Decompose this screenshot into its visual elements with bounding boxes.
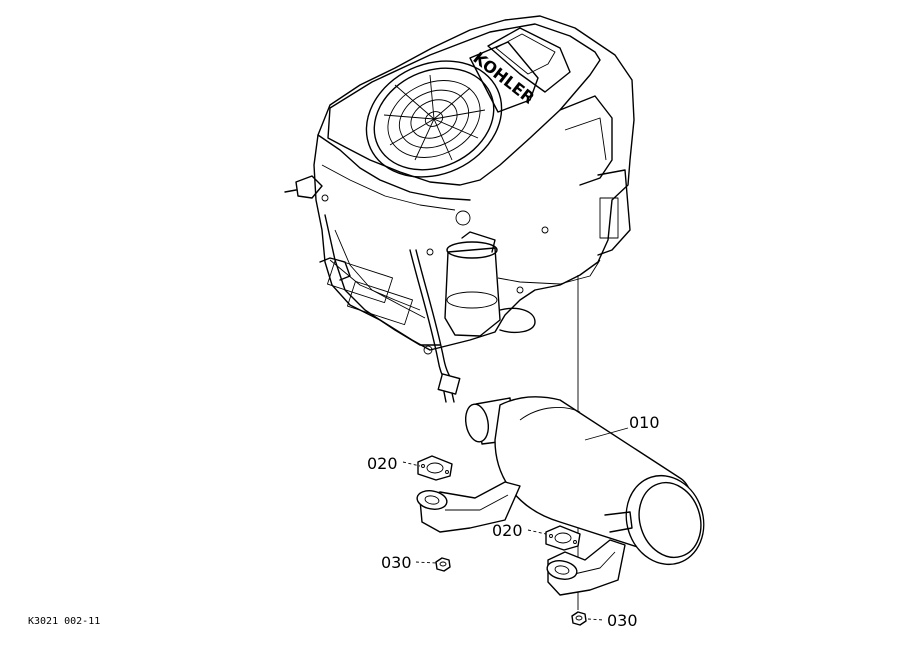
callout-010: 010 xyxy=(629,413,660,432)
muffler-illustration xyxy=(416,396,705,596)
drawing-code: K3021 002-11 xyxy=(28,616,100,627)
nut-left-icon xyxy=(435,557,451,572)
callout-030-right: 030 xyxy=(607,611,638,630)
gasket-left-icon xyxy=(417,455,453,481)
leader-020-left xyxy=(402,461,421,467)
engine-illustration: KOHLER xyxy=(284,15,635,403)
callout-020-right: 020 xyxy=(492,521,523,540)
fan-screen-icon xyxy=(383,74,486,161)
leader-020-right xyxy=(527,529,547,535)
leader-030-left xyxy=(415,561,437,564)
gasket-right-icon xyxy=(545,525,581,551)
leader-030-right xyxy=(587,618,605,621)
leader-010 xyxy=(584,427,629,441)
callout-030-left: 030 xyxy=(381,553,412,572)
nut-right-icon xyxy=(571,611,587,626)
callout-020-left: 020 xyxy=(367,454,398,473)
